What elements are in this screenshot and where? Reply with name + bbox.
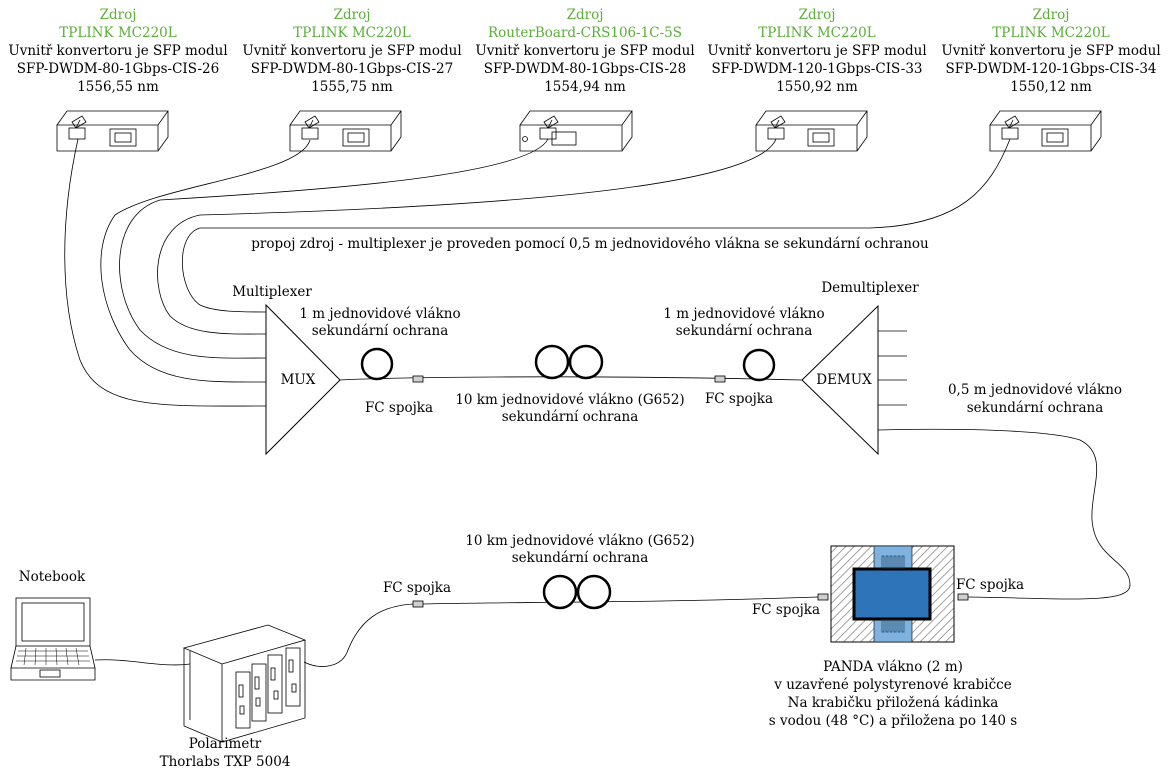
fiber-1m-right-label: 1 m jednovidové vlákno sekundární ochran… <box>663 306 824 339</box>
polarimeter-line2: Thorlabs TXP 5004 <box>160 754 291 770</box>
panda-line1: PANDA vlákno (2 m) <box>823 659 963 675</box>
fc-connector-icon <box>957 593 969 601</box>
media-converter-icon <box>989 110 1102 152</box>
source-4-head: Zdroj <box>799 7 836 23</box>
fiber-10km-bottom-line1: 10 km jednovidové vlákno (G652) <box>465 533 694 549</box>
fiber-1m-left-line2: sekundární ochrana <box>312 323 449 339</box>
fiber-10km-bottom-line2: sekundární ochrana <box>512 550 649 566</box>
fiber-spool-icon <box>542 574 578 610</box>
notebook-cable <box>94 659 191 666</box>
fiber-1m-left-label: 1 m jednovidové vlákno sekundární ochran… <box>299 306 460 339</box>
source-2-module: SFP-DWDM-80-1Gbps-CIS-27 <box>251 61 453 77</box>
demux-label: DEMUX <box>816 372 872 388</box>
fiber-spool-icon <box>568 344 604 380</box>
media-converter-icon <box>289 110 402 152</box>
source-2-desc: Uvnitř konvertoru je SFP modul <box>242 43 461 59</box>
demux-outputs <box>878 330 907 406</box>
fiber-spool-icon <box>742 348 776 382</box>
router-board-icon <box>519 110 633 152</box>
fc-connector-icon <box>714 375 726 383</box>
fc-connector-icon <box>412 600 424 608</box>
fc-right-label: FC spojka <box>705 391 773 407</box>
fiber-to-polarimeter <box>303 603 414 667</box>
source-4-desc: Uvnitř konvertoru je SFP modul <box>707 43 926 59</box>
panda-box <box>830 545 955 643</box>
patch-note: propoj zdroj - multiplexer je proveden p… <box>251 236 929 252</box>
mux-label: MUX <box>281 372 316 388</box>
media-converter-icon <box>56 110 169 152</box>
panda-line2: v uzavřené polystyrenové krabičce <box>773 677 1011 693</box>
fiber-spool-icon <box>360 347 394 381</box>
source-5-wavelength: 1550,12 nm <box>1010 79 1092 95</box>
fc-box-left-label: FC spojka <box>752 602 820 618</box>
fiber-05m-line1: 0,5 m jednovidové vlákno <box>948 382 1122 398</box>
source-5-desc: Uvnitř konvertoru je SFP modul <box>941 43 1160 59</box>
panda-line3: Na krabičku přiložená kádinka <box>788 695 999 711</box>
source-4-name: TPLINK MC220L <box>758 25 875 41</box>
source-5-head: Zdroj <box>1033 7 1070 23</box>
source-4-wavelength: 1550,92 nm <box>776 79 858 95</box>
notebook-label: Notebook <box>19 569 86 585</box>
source-2-name: TPLINK MC220L <box>293 25 410 41</box>
fc-box-right-label: FC spojka <box>956 577 1024 593</box>
source-1-head: Zdroj <box>100 7 137 23</box>
source-5-name: TPLINK MC220L <box>992 25 1109 41</box>
multiplexer-triangle <box>265 303 341 456</box>
source-3-wavelength: 1554,94 nm <box>544 79 626 95</box>
panda-description: PANDA vlákno (2 m) v uzavřené polystyren… <box>769 659 1018 729</box>
fiber-05m-line2: sekundární ochrana <box>967 400 1104 416</box>
source-4-label: Zdroj TPLINK MC220L Uvnitř konvertoru je… <box>707 7 926 95</box>
fc-bottom-left-label: FC spojka <box>383 580 451 596</box>
source-1-module: SFP-DWDM-80-1Gbps-CIS-26 <box>17 61 219 77</box>
main-fiber <box>339 376 803 381</box>
source-1-wavelength: 1556,55 nm <box>77 79 159 95</box>
panda-line4: s vodou (48 °C) a přiložena po 140 s <box>769 713 1018 729</box>
polarimeter-line1: Polarimetr <box>189 736 262 752</box>
source-3-name: RouterBoard-CRS106-1C-5S <box>488 25 682 41</box>
source-5-module: SFP-DWDM-120-1Gbps-CIS-34 <box>945 61 1156 77</box>
fiber-1m-right-line2: sekundární ochrana <box>676 323 813 339</box>
fiber-05m <box>877 428 1131 600</box>
media-converter-icon <box>755 110 868 152</box>
fiber-1m-left-line1: 1 m jednovidové vlákno <box>299 306 460 322</box>
source-3-head: Zdroj <box>567 7 604 23</box>
source-2-wavelength: 1555,75 nm <box>311 79 393 95</box>
source-3-desc: Uvnitř konvertoru je SFP modul <box>475 43 694 59</box>
multiplexer-label: Multiplexer <box>232 284 312 300</box>
source-2-label: Zdroj TPLINK MC220L Uvnitř konvertoru je… <box>242 7 461 95</box>
fiber-spool-icon <box>576 574 612 610</box>
laptop-icon <box>10 597 96 681</box>
source-4-module: SFP-DWDM-120-1Gbps-CIS-33 <box>711 61 922 77</box>
source-5-label: Zdroj TPLINK MC220L Uvnitř konvertoru je… <box>941 7 1160 95</box>
demultiplexer-label: Demultiplexer <box>821 280 919 296</box>
source-3-module: SFP-DWDM-80-1Gbps-CIS-28 <box>484 61 686 77</box>
source-3-label: Zdroj RouterBoard-CRS106-1C-5S Uvnitř ko… <box>475 7 694 95</box>
fiber-10km-top-line1: 10 km jednovidové vlákno (G652) <box>455 392 684 408</box>
source-2-head: Zdroj <box>334 7 371 23</box>
fiber-spool-icon <box>534 344 570 380</box>
source-1-desc: Uvnitř konvertoru je SFP modul <box>8 43 227 59</box>
fc-connector-icon <box>817 593 829 601</box>
patch-fibers <box>64 138 1011 407</box>
source-1-label: Zdroj TPLINK MC220L Uvnitř konvertoru je… <box>8 7 227 95</box>
fiber-1m-right-line1: 1 m jednovidové vlákno <box>663 306 824 322</box>
source-1-name: TPLINK MC220L <box>59 25 176 41</box>
fc-left-label: FC spojka <box>365 400 433 416</box>
polarimeter-icon <box>182 624 307 743</box>
fiber-10km-top-line2: sekundární ochrana <box>502 409 639 425</box>
fc-connector-icon <box>412 375 424 383</box>
